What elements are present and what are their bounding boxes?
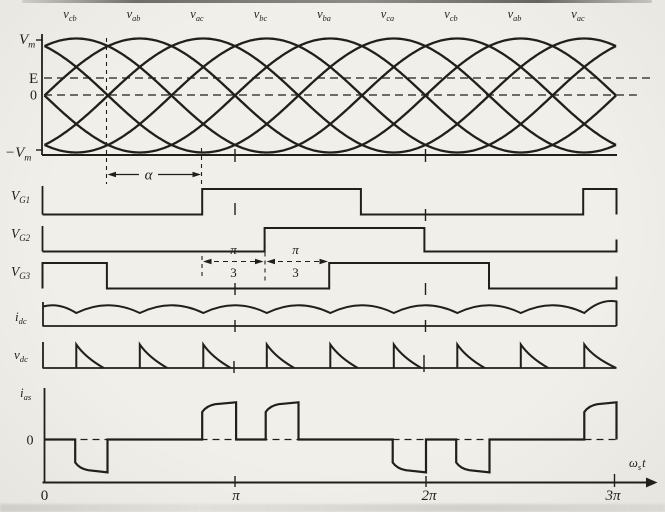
phase-label-7: vab [508, 7, 523, 23]
pi3-arrow-2-left [266, 258, 275, 265]
x-tick-label-2: 2π [421, 488, 437, 504]
ias-zero-label: 0 [27, 434, 34, 449]
idc-waveform [42, 300, 618, 326]
gate-waveform-vg2 [42, 227, 618, 253]
alpha-label: α [145, 168, 154, 184]
x-tick-label-1: π [232, 488, 240, 504]
vdc-label: vdc [14, 347, 29, 364]
phase-label-3: vbc [254, 7, 268, 23]
pi3-numerator-1: π [230, 242, 237, 257]
phase-label-8: vac [571, 7, 585, 23]
pi3-denominator-1: 3 [230, 265, 237, 280]
pi3-arrow-1-left [203, 258, 212, 265]
e-label: E [29, 71, 38, 87]
pi3-arrow-1-right [255, 258, 264, 265]
ias-waveform [44, 401, 618, 474]
pi3-numerator-2: π [292, 242, 299, 257]
pi3-arrow-2-right [319, 258, 328, 265]
line-voltage-curve-4 [43, 37, 617, 154]
x-tick-label-0: 0 [41, 488, 49, 504]
voltage-zero-label: 0 [30, 89, 37, 104]
scan-artifact-bottom [0, 504, 665, 512]
gate-waveform-vg1 [42, 188, 618, 216]
alpha-arrow-right [192, 171, 201, 178]
phase-label-1: vab [127, 7, 142, 23]
phase-label-5: vca [381, 7, 395, 23]
vdc-waveform [75, 341, 617, 369]
line-voltage-curve-1 [43, 37, 617, 154]
vm-label: Vm [19, 32, 37, 51]
gate-label-vg3: VG3 [11, 264, 31, 281]
phase-label-0: vcb [63, 7, 77, 23]
x-tick-label-3: 3π [604, 488, 621, 504]
phase-label-4: vba [317, 7, 332, 23]
neg-vm-label: −Vm [5, 145, 33, 164]
alpha-arrow-left [107, 171, 116, 178]
time-axis-arrowhead [646, 477, 658, 488]
phase-label-2: vac [190, 7, 204, 23]
phase-label-6: vcb [444, 7, 458, 23]
gate-waveform-vg3 [41, 262, 618, 290]
gate-label-vg1: VG1 [11, 188, 31, 205]
line-voltage-curve-2 [43, 37, 617, 154]
ias-label: ias [20, 385, 32, 402]
idc-label: idc [15, 309, 28, 326]
x-axis-unit-label: ωs t [629, 456, 646, 472]
pi3-denominator-2: 3 [292, 265, 299, 280]
line-voltage-curve-5 [43, 37, 617, 154]
scan-artifact-top [22, 0, 652, 3]
gate-label-vg2: VG2 [11, 226, 31, 243]
